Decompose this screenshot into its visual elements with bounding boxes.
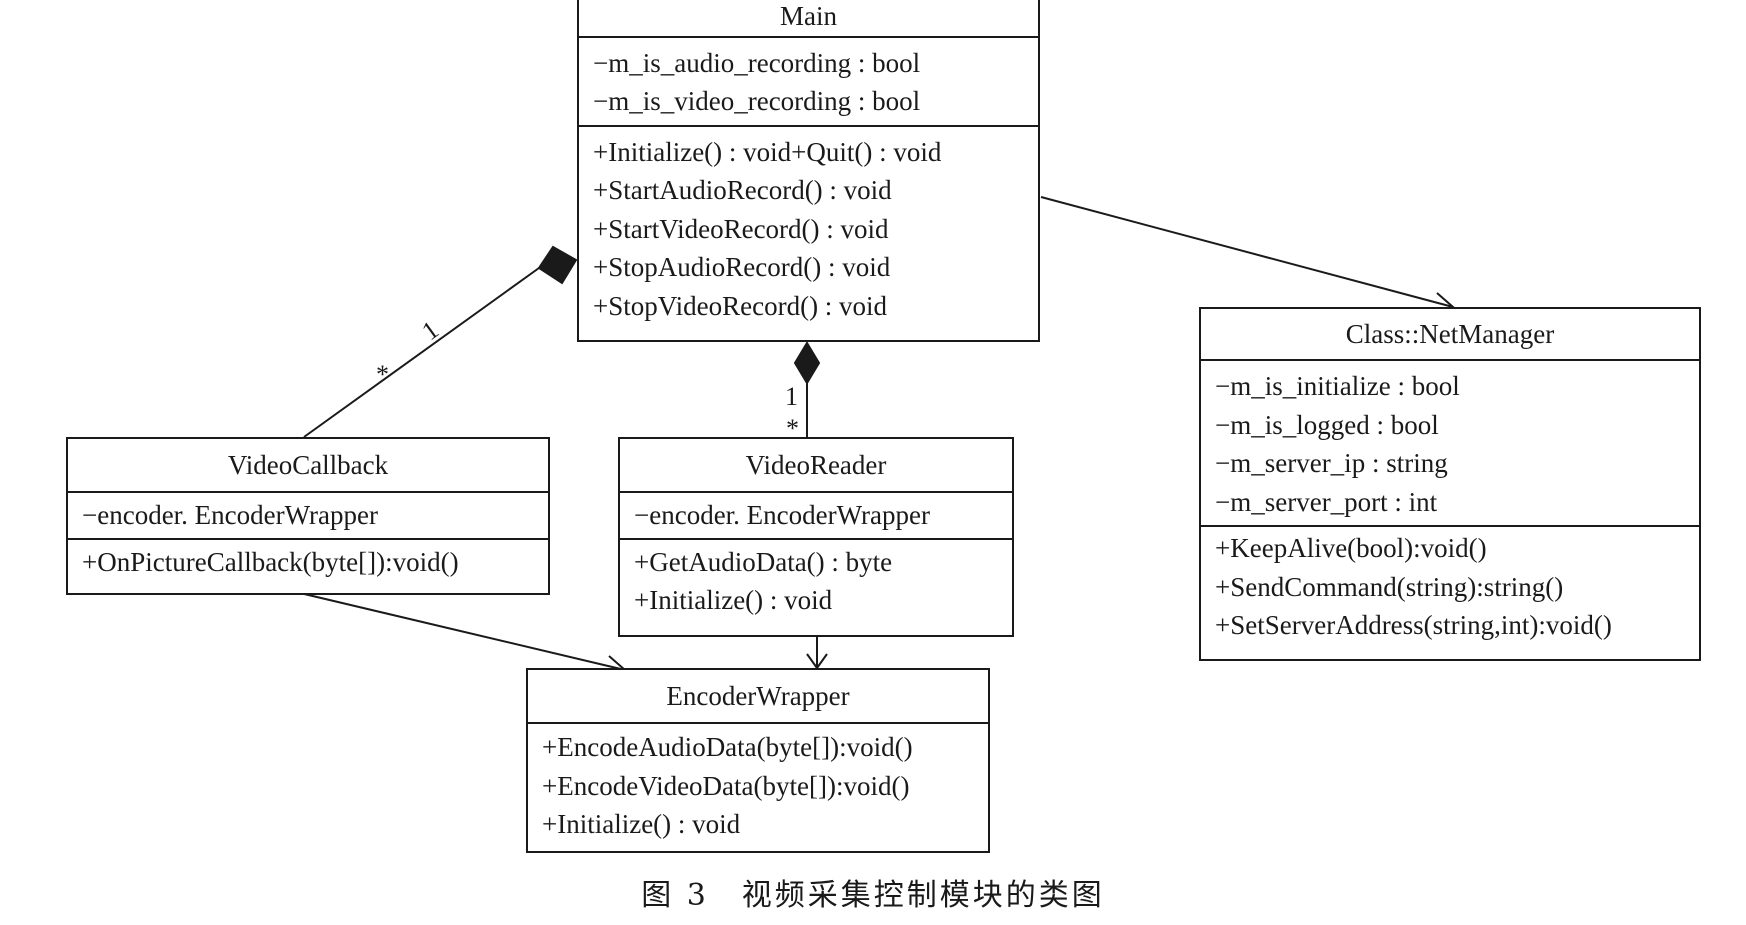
method: +KeepAlive(bool):void() [1215, 533, 1487, 563]
class-video-reader-name: VideoReader [620, 439, 1012, 493]
multiplicity-main-videocallback-part: * [376, 360, 389, 389]
method: +StopVideoRecord() : void [593, 290, 888, 321]
multiplicity-main-videoreader-part: * [786, 414, 799, 443]
method: +StartAudioRecord() : void [593, 175, 892, 205]
method: +StopAudioRecord() : void [593, 252, 891, 282]
method: +StartVideoRecord() : void [593, 213, 889, 244]
class-video-callback-attributes: −encoder. EncoderWrapper [68, 493, 548, 538]
class-video-callback-methods: +OnPictureCallback(byte[]):void() [68, 537, 548, 582]
method: +SetServerAddress(string,int):void() [1215, 610, 1612, 640]
method: +GetAudioData() : byte [634, 546, 893, 577]
class-video-reader: VideoReader −encoder. EncoderWrapper +Ge… [618, 437, 1014, 637]
method: +SendCommand(string):string() [1215, 571, 1564, 602]
class-main-attributes: −m_is_audio_recording : bool −m_is_video… [579, 38, 1038, 125]
composition-diamond-main-videocallback [537, 245, 578, 285]
class-main-name: Main [579, 0, 1038, 38]
attribute: −m_server_port : int [1215, 486, 1438, 517]
figure-caption: 图 3 视频采集控制模块的类图 [641, 878, 1105, 913]
attribute: −encoder. EncoderWrapper [634, 500, 930, 530]
multiplicity-main-videoreader-whole: 1 [785, 382, 798, 411]
class-main-methods: +Initialize() : void+Quit() : void +Star… [579, 124, 1038, 326]
attribute: −m_is_video_recording : bool [593, 86, 921, 116]
association-line-main-netmanager [1040, 196, 1454, 308]
method: +Initialize() : void [542, 809, 741, 839]
attribute: −encoder. EncoderWrapper [82, 500, 378, 530]
class-video-reader-methods: +GetAudioData() : byte +Initialize() : v… [620, 537, 1012, 620]
class-video-reader-attributes: −encoder. EncoderWrapper [620, 493, 1012, 538]
method: +EncodeAudioData(byte[]):void() [542, 732, 913, 762]
attribute: −m_is_audio_recording : bool [593, 47, 921, 78]
attribute: −m_server_ip : string [1215, 448, 1448, 478]
class-net-manager-methods: +KeepAlive(bool):void() +SendCommand(str… [1201, 525, 1699, 645]
class-encoder-wrapper: EncoderWrapper +EncodeAudioData(byte[]):… [526, 668, 990, 853]
class-video-callback: VideoCallback −encoder. EncoderWrapper +… [66, 437, 550, 595]
class-encoder-wrapper-name: EncoderWrapper [528, 670, 988, 724]
class-encoder-wrapper-methods: +EncodeAudioData(byte[]):void() +EncodeV… [528, 724, 988, 844]
method: +Initialize() : void [634, 585, 833, 615]
composition-diamond-main-videoreader [793, 341, 821, 385]
class-video-callback-name: VideoCallback [68, 439, 548, 493]
attribute: −m_is_initialize : bool [1215, 371, 1460, 401]
class-net-manager-attributes: −m_is_initialize : bool −m_is_logged : b… [1201, 361, 1699, 525]
class-net-manager-name: Class::NetManager [1201, 309, 1699, 361]
association-line-videocallback-encoderwrapper [299, 592, 626, 671]
method: +OnPictureCallback(byte[]):void() [82, 546, 459, 577]
class-main: Main −m_is_audio_recording : bool −m_is_… [577, 0, 1040, 342]
class-net-manager: Class::NetManager −m_is_initialize : boo… [1199, 307, 1701, 661]
composition-line-main-videocallback [303, 267, 540, 438]
method: +EncodeVideoData(byte[]):void() [542, 770, 910, 801]
attribute: −m_is_logged : bool [1215, 409, 1439, 440]
method: +Initialize() : void+Quit() : void [593, 136, 942, 167]
